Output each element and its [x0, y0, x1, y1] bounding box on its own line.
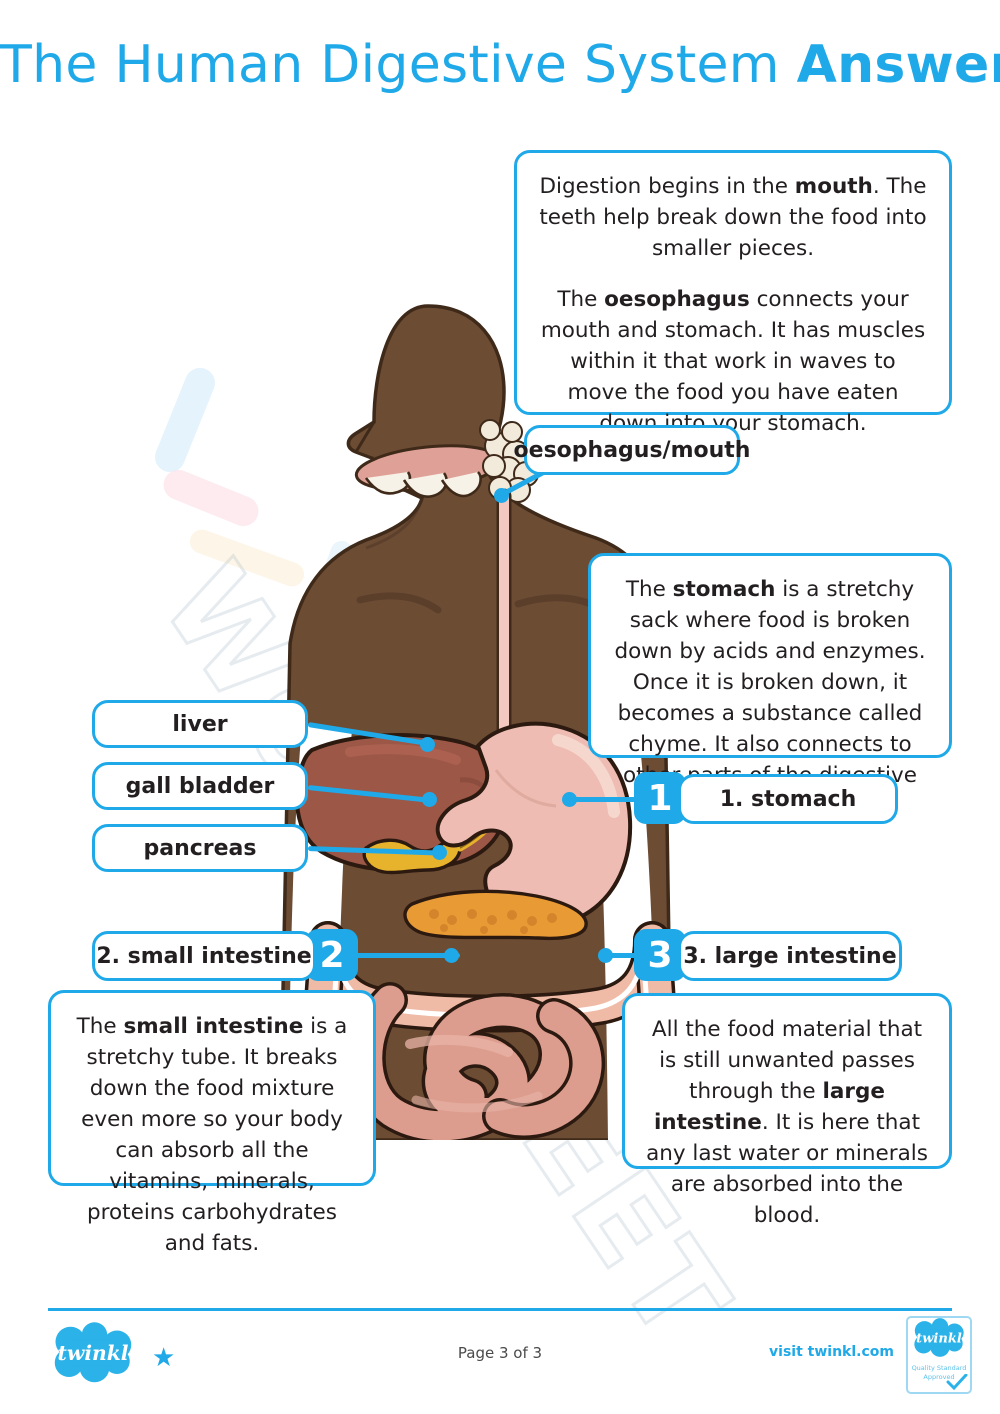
checkmark-icon — [946, 1374, 968, 1390]
label-small-intestine[interactable]: 2. small intestine — [92, 931, 316, 981]
oesophagus-text-c: connects your mouth and stomach. It has … — [540, 287, 926, 436]
svg-text:twinkl: twinkl — [916, 1331, 962, 1346]
label-stomach-text: 1. stomach — [719, 786, 857, 812]
connector-dot-oesophagus — [494, 488, 509, 503]
label-large-intestine[interactable]: 3. large intestine — [678, 931, 902, 981]
mouth-organ — [354, 419, 539, 503]
twinkl-logo[interactable]: twinkl — [48, 1322, 138, 1384]
label-large-intestine-text: 3. large intestine — [683, 943, 897, 969]
info-paragraph-small-intestine: The small intestine is a stretchy tube. … — [71, 1011, 353, 1259]
badge-1-text: 1 — [647, 777, 673, 819]
stomach-text-a: The — [625, 577, 673, 602]
label-liver[interactable]: liver — [92, 700, 308, 748]
info-box-small-intestine: The small intestine is a stretchy tube. … — [48, 990, 376, 1256]
label-small-intestine-text: 2. small intestine — [96, 943, 312, 969]
label-oesophagus-mouth-text: oesophagus/mouth — [513, 437, 751, 463]
label-gall-bladder-text: gall bladder — [125, 773, 275, 799]
mouth-text-c: . The teeth help break down the food int… — [539, 174, 927, 261]
connector-dot-large-intestine — [598, 948, 613, 963]
mouth-text-a: Digestion begins in the — [539, 174, 795, 199]
page-number: Page 3 of 3 — [457, 1344, 543, 1362]
oesophagus-keyword: oesophagus — [604, 287, 750, 312]
connector-dot-pancreas — [432, 845, 447, 860]
label-oesophagus-mouth[interactable]: oesophagus/mouth — [514, 425, 750, 475]
info-box-mouth-oesophagus: Digestion begins in the mouth. The teeth… — [514, 150, 952, 436]
connector-stomach — [568, 797, 636, 802]
quality-line-2: Approved — [923, 1373, 955, 1381]
label-pancreas[interactable]: pancreas — [92, 824, 308, 872]
quality-standard-badge: twinkl Quality Standard Approved — [906, 1316, 972, 1394]
label-liver-text: liver — [172, 711, 228, 737]
footer-divider — [48, 1308, 952, 1311]
connector-dot-liver — [420, 737, 435, 752]
quality-line-1: Quality Standard — [911, 1364, 967, 1372]
small-intestine-text-a: The — [76, 1014, 124, 1039]
page-title-main: The Human Digestive System — [0, 35, 797, 95]
connector-dot-gall-bladder — [422, 792, 437, 807]
star-icon: ★ — [152, 1344, 175, 1370]
large-intestine-keyword: large intestine — [653, 1079, 885, 1135]
connector-dot-small-intestine — [444, 948, 459, 963]
small-intestine-organ — [349, 982, 606, 1140]
large-intestine-text-c: . It is here that any last water or mine… — [646, 1110, 928, 1228]
badge-2-text: 2 — [319, 934, 345, 976]
twinkl-badge-logo: twinkl — [914, 1318, 964, 1357]
mouth-keyword: mouth — [794, 174, 873, 199]
svg-text:twinkl: twinkl — [58, 1341, 129, 1365]
page-footer: twinkl ★ Page 3 of 3 visit twinkl.com tw… — [0, 1316, 1000, 1406]
info-paragraph-oesophagus: The oesophagus connects your mouth and s… — [537, 284, 929, 439]
label-gall-bladder[interactable]: gall bladder — [92, 762, 308, 810]
connector-dot-stomach — [562, 792, 577, 807]
star-glyph: ★ — [152, 1342, 176, 1372]
badge-1: 1 — [634, 772, 686, 824]
label-stomach[interactable]: 1. stomach — [678, 774, 898, 824]
badge-3: 3 — [634, 929, 686, 981]
connector-small-intestine — [350, 953, 460, 958]
badge-3-text: 3 — [647, 934, 673, 976]
info-paragraph-mouth: Digestion begins in the mouth. The teeth… — [537, 171, 929, 264]
label-pancreas-text: pancreas — [143, 835, 257, 861]
pancreas-organ — [403, 889, 588, 941]
stomach-keyword: stomach — [672, 577, 776, 602]
page-title-answers: Answers — [796, 35, 1000, 95]
visit-twinkl-link[interactable]: visit twinkl.com — [769, 1344, 894, 1360]
info-box-large-intestine: All the food material that is still unwa… — [622, 993, 952, 1228]
small-intestine-keyword: small intestine — [123, 1014, 304, 1039]
large-intestine-text-a: All the food material that is still unwa… — [651, 1017, 923, 1104]
info-box-stomach: The stomach is a stretchy sack where foo… — [588, 553, 952, 819]
small-intestine-text-c: is a stretchy tube. It breaks down the f… — [81, 1014, 348, 1256]
info-paragraph-large-intestine: All the food material that is still unwa… — [645, 1014, 929, 1231]
connector-large-intestine — [604, 953, 640, 958]
page-title: The Human Digestive System Answers — [0, 34, 1000, 96]
oesophagus-text-a: The — [557, 287, 605, 312]
